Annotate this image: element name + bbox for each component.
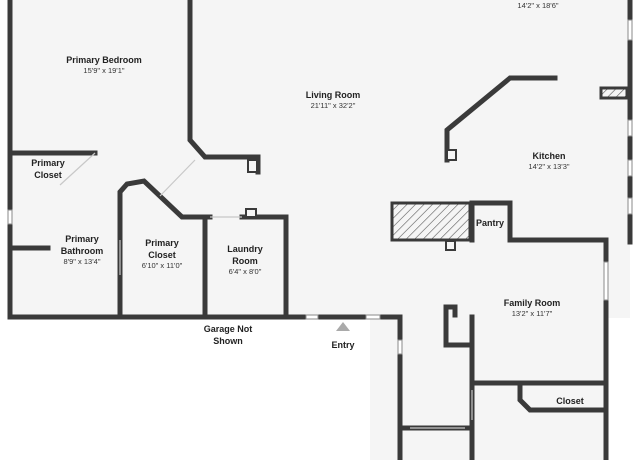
- primary-bedroom-label: Primary Bedroom: [66, 55, 142, 65]
- primary-bathroom-dimension: 8'9" x 13'4": [63, 257, 101, 266]
- primary-closet-label-line2: Closet: [148, 250, 176, 260]
- entry-marker: [336, 322, 350, 331]
- living-room-label: Living Room: [305, 90, 361, 100]
- kitchen-hatch: [599, 86, 629, 100]
- interior-walls: [7, 0, 609, 460]
- floor-area: [10, 0, 630, 460]
- primary-closet-dimension: 6'10" x 11'0": [141, 261, 183, 270]
- primary-closet-small-label-line2: Closet: [34, 170, 62, 180]
- closet-label: Closet: [556, 396, 584, 406]
- primary-closet-label-line1: Primary: [145, 238, 179, 248]
- primary-bathroom-label-line1: Primary: [65, 234, 99, 244]
- garage-label-line2: Shown: [213, 336, 243, 346]
- pantry-label: Pantry: [475, 218, 505, 228]
- garage-label-line1: Garage Not: [203, 324, 253, 334]
- primary-bathroom-label-line2: Bathroom: [60, 246, 104, 256]
- primary-closet-small-label-line1: Primary: [31, 158, 65, 168]
- kitchen-dimension: 14'2" x 13'3": [528, 162, 570, 171]
- kitchen-label: Kitchen: [532, 151, 566, 161]
- entry-label: Entry: [331, 340, 355, 350]
- top-right-dimension: 14'2" x 18'6": [517, 1, 559, 10]
- family-room-label: Family Room: [503, 298, 561, 308]
- primary-bedroom-dimension: 15'9" x 19'1": [83, 66, 125, 75]
- laundry-room-label-line2: Room: [232, 256, 258, 266]
- windows: [7, 19, 633, 355]
- living-room-dimension: 21'11" x 32'2": [310, 101, 356, 110]
- laundry-room-label-line1: Laundry: [227, 244, 263, 254]
- hatched-block: [390, 201, 472, 242]
- door-openings: [59, 152, 473, 429]
- laundry-room-dimension: 6'4" x 8'0": [228, 267, 262, 276]
- family-room-dimension: 13'2" x 11'7": [511, 309, 553, 318]
